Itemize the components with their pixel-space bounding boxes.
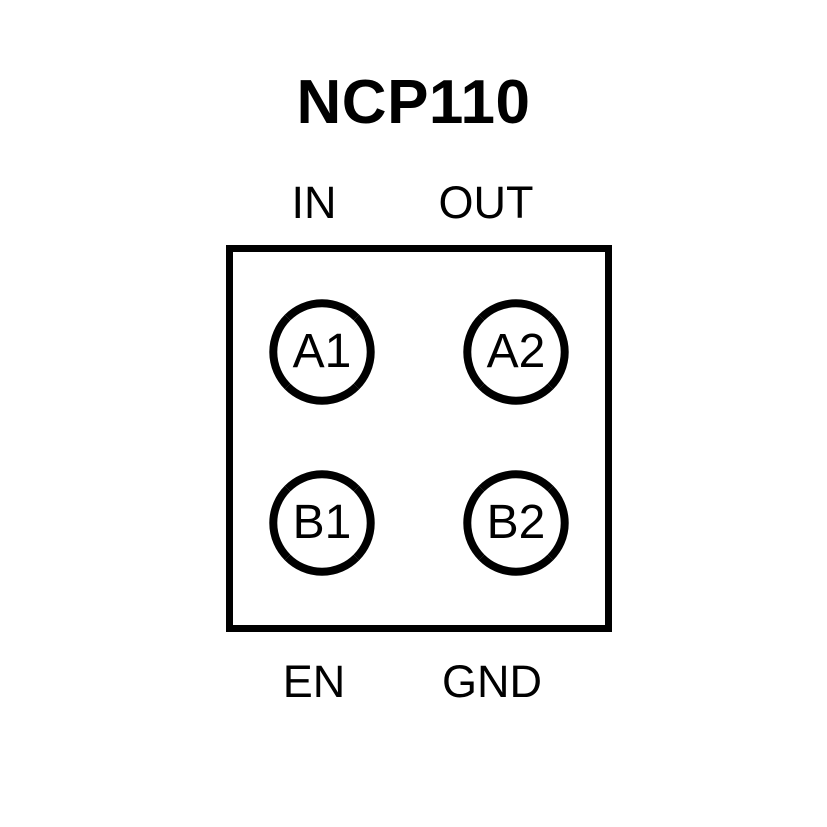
package-body-outline bbox=[226, 245, 612, 632]
pad-a2: A2 bbox=[460, 296, 572, 408]
pad-label-b1: B1 bbox=[292, 496, 352, 549]
pin-label-gnd: GND bbox=[442, 656, 542, 707]
pad-b2: B2 bbox=[460, 467, 572, 579]
pad-label-a2: A2 bbox=[486, 325, 546, 378]
pin-label-out: OUT bbox=[438, 177, 534, 228]
pin-label-in: IN bbox=[291, 177, 337, 228]
page-title: NCP110 bbox=[296, 68, 531, 137]
pad-ring-icon bbox=[463, 470, 569, 576]
pad-label-b2: B2 bbox=[486, 496, 546, 549]
pad-label-a1: A1 bbox=[292, 325, 352, 378]
pad-ring-icon bbox=[463, 299, 569, 405]
pad-ring-icon bbox=[269, 299, 375, 405]
pad-b1: B1 bbox=[266, 467, 378, 579]
pad-a1: A1 bbox=[266, 296, 378, 408]
pin-label-en: EN bbox=[282, 656, 346, 707]
pad-ring-icon bbox=[269, 470, 375, 576]
